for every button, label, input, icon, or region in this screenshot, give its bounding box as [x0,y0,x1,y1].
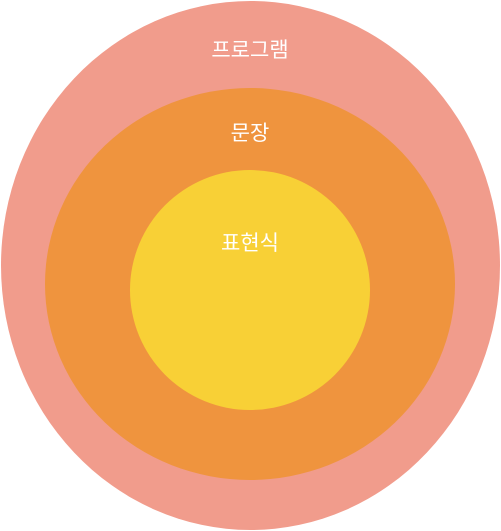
expression-label: 표현식 [221,231,279,255]
expression-circle [130,170,370,410]
statement-label: 문장 [230,121,270,145]
program-label: 프로그램 [211,38,289,62]
